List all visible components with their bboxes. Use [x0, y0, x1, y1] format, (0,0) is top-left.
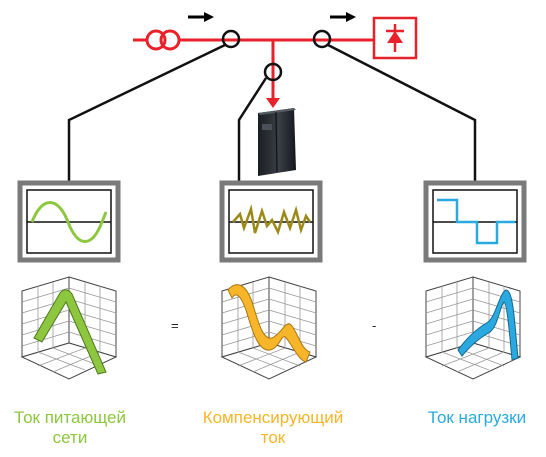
- transformer-winding-1: [145, 29, 167, 51]
- spectrum-supply: [20, 276, 118, 380]
- sensor-supply-icon: [221, 29, 241, 49]
- equals-operator: =: [171, 318, 179, 333]
- wire-supply: [67, 43, 226, 185]
- sensor-load-icon: [312, 29, 332, 49]
- compensating-spectrum-ribbon: [227, 284, 311, 363]
- monitor-compensating: [219, 180, 323, 263]
- direction-arrow-right: [330, 12, 356, 22]
- direction-arrow-left: [188, 12, 214, 22]
- rectifier-load-icon: [372, 16, 418, 60]
- caption-supply-current: Ток питающей сети: [0, 408, 140, 448]
- spectrum-compensating: [220, 276, 318, 380]
- load-square-wave: [437, 198, 515, 245]
- supply-sine-wave: [30, 201, 108, 243]
- wire-filter: [237, 77, 268, 185]
- active-filter-cabinet-icon: [258, 108, 296, 176]
- transformer-winding-2: [159, 29, 181, 51]
- wire-load: [327, 43, 477, 185]
- caption-compensating-current: Компенсирующий ток: [192, 408, 354, 448]
- load-spectrum-ribbon: [457, 289, 519, 361]
- caption-compensating-line-2: ток: [260, 428, 286, 447]
- signal-wires: [67, 43, 477, 185]
- minus-operator: -: [372, 318, 377, 333]
- caption-load-current: Ток нагрузки: [427, 408, 527, 427]
- power-network: [133, 29, 374, 102]
- caption-compensating-line-1: Компенсирующий: [202, 408, 344, 427]
- caption-supply-line-1: Ток питающей: [14, 408, 126, 427]
- supply-spectrum-ribbon: [33, 289, 107, 375]
- current-sensors: [221, 29, 332, 82]
- spectrum-load: [424, 276, 522, 380]
- sensor-filter-icon: [263, 62, 283, 82]
- compensating-ripple-wave: [232, 204, 312, 236]
- monitor-load: [423, 180, 527, 263]
- filter-feeder-arrowhead: [266, 98, 280, 108]
- monitor-supply: [17, 180, 121, 263]
- caption-supply-line-2: сети: [52, 428, 88, 447]
